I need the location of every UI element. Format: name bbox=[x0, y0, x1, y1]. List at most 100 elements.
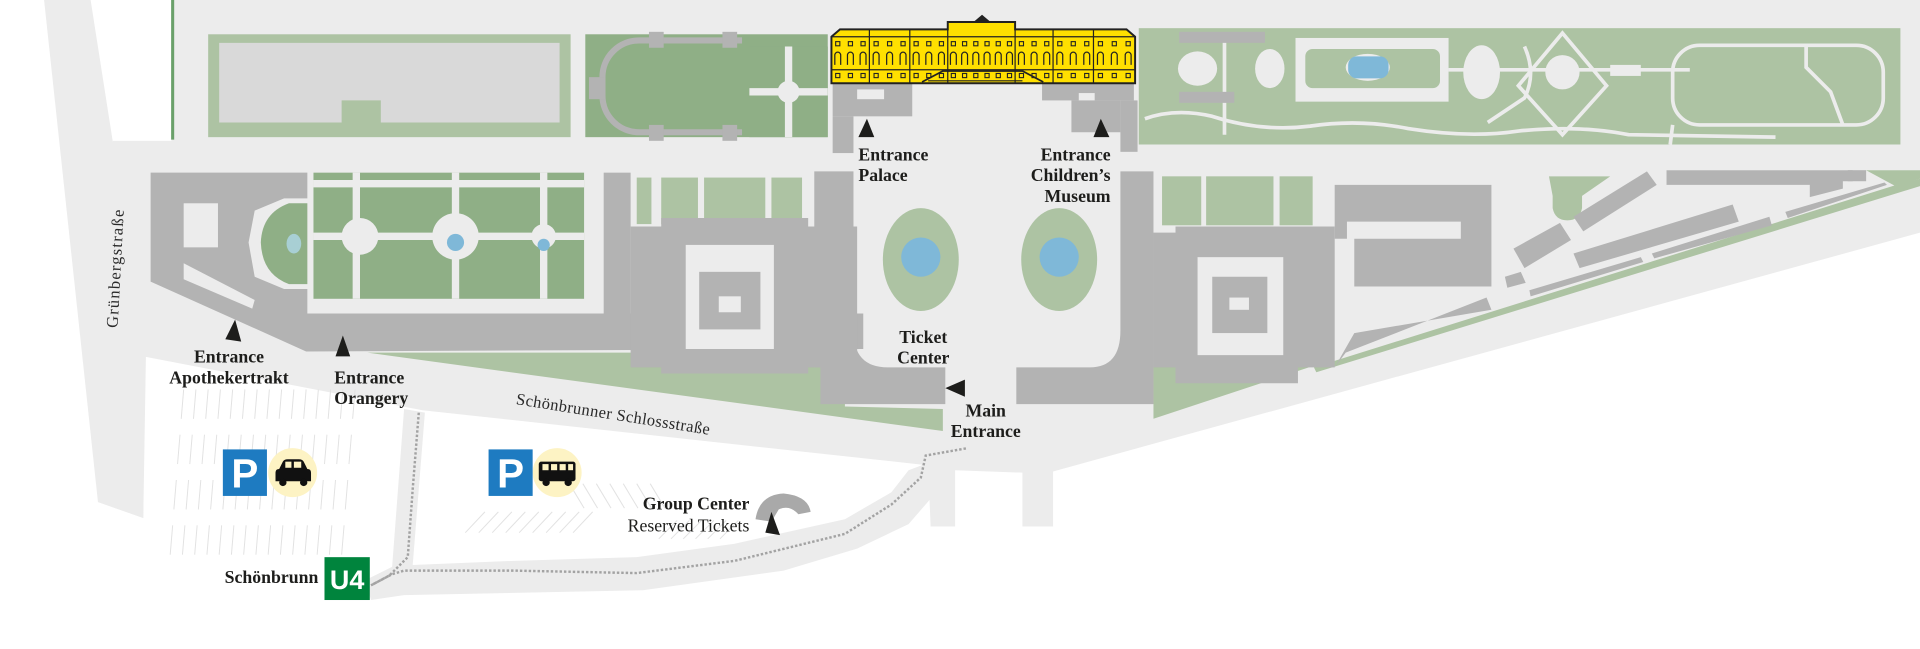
arched-window bbox=[925, 51, 933, 65]
window bbox=[886, 72, 893, 79]
parking-space-line bbox=[181, 525, 186, 555]
window bbox=[873, 41, 879, 47]
parking-space-line bbox=[180, 389, 185, 419]
arched-window bbox=[961, 51, 969, 65]
parking-space-line bbox=[341, 525, 345, 555]
small-building bbox=[1847, 170, 1867, 182]
arched-window bbox=[912, 51, 920, 65]
parking-space-line bbox=[332, 479, 336, 510]
label-entrance-childrens-museum[interactable]: Entrance Children’s Museum bbox=[1031, 144, 1111, 206]
parking-space-line bbox=[315, 389, 319, 419]
courtyard bbox=[1229, 297, 1249, 310]
window bbox=[950, 72, 957, 79]
label-line: Center bbox=[897, 348, 949, 368]
label-ticket-center[interactable]: Ticket Center bbox=[897, 327, 949, 368]
label-entrance-palace[interactable]: Entrance Palace bbox=[858, 144, 928, 185]
label-line: Entrance bbox=[1041, 144, 1111, 164]
parking-space-line bbox=[344, 479, 349, 510]
lawn bbox=[1548, 176, 1611, 221]
track-posts bbox=[588, 31, 738, 141]
parking-space-line bbox=[192, 389, 197, 419]
label-line: Ticket bbox=[899, 327, 947, 347]
window bbox=[984, 41, 990, 47]
parking-space-line bbox=[303, 389, 307, 419]
parking-sign-letter: P bbox=[231, 450, 258, 496]
window bbox=[1006, 72, 1013, 79]
diagonal-building bbox=[1651, 216, 1772, 259]
arched-window bbox=[937, 51, 945, 65]
u4-line-badge bbox=[324, 557, 370, 601]
window bbox=[1044, 72, 1050, 79]
garden-roundel bbox=[531, 224, 556, 249]
small-building bbox=[1179, 31, 1265, 43]
parking-space-line bbox=[582, 483, 598, 509]
fountain-icon bbox=[537, 238, 550, 252]
window bbox=[835, 72, 841, 79]
arched-window bbox=[1043, 51, 1051, 65]
parking-space-line bbox=[352, 389, 356, 419]
window bbox=[847, 72, 854, 79]
label-group-center[interactable]: Group Center Reserved Tickets bbox=[628, 493, 750, 535]
east-building-large bbox=[1334, 184, 1492, 287]
arched-window bbox=[859, 51, 867, 65]
buildings bbox=[150, 31, 1887, 405]
arched-window bbox=[972, 51, 980, 65]
parking-space-line bbox=[719, 520, 739, 540]
window bbox=[961, 72, 968, 79]
parking-space-line bbox=[189, 434, 193, 465]
entrance-arrow-icon bbox=[765, 511, 780, 536]
parking-space-line bbox=[230, 525, 235, 555]
label-line: Entrance bbox=[194, 346, 264, 366]
window bbox=[835, 41, 841, 47]
window bbox=[900, 41, 906, 47]
parking-space-line bbox=[328, 525, 333, 555]
parking-space-line bbox=[254, 389, 258, 419]
parking-space-line bbox=[464, 511, 486, 534]
parking-space-line bbox=[255, 525, 259, 555]
parking-sign bbox=[488, 449, 533, 496]
parking-space-line bbox=[595, 483, 612, 509]
window bbox=[1125, 41, 1131, 47]
label-main-entrance[interactable]: Main Entrance bbox=[951, 400, 1021, 441]
window bbox=[1125, 72, 1131, 79]
parking-space-line bbox=[304, 525, 308, 555]
window bbox=[1111, 72, 1117, 79]
fountain-icon bbox=[446, 233, 465, 252]
window bbox=[1070, 72, 1076, 79]
window bbox=[973, 41, 979, 47]
parking-space-line bbox=[348, 434, 352, 465]
parking-space-line bbox=[545, 511, 567, 534]
subway-station-schoenbrunn[interactable]: Schönbrunn U4 bbox=[225, 557, 370, 601]
arched-window bbox=[1083, 51, 1091, 65]
window bbox=[1006, 41, 1013, 47]
group-center-walkway bbox=[364, 462, 946, 601]
bus-parking[interactable]: P bbox=[488, 448, 582, 498]
arched-window bbox=[1030, 51, 1038, 65]
parking-space-line bbox=[290, 389, 295, 419]
arched-window bbox=[983, 51, 991, 65]
parking-space-line bbox=[622, 483, 639, 509]
window bbox=[913, 41, 919, 47]
diagonal-building bbox=[1513, 222, 1572, 269]
window bbox=[961, 41, 968, 47]
garden-roundel bbox=[1463, 45, 1500, 100]
courtyard bbox=[183, 203, 218, 248]
label-entrance-orangery[interactable]: Entrance Orangery bbox=[334, 367, 408, 408]
car-parking[interactable]: P bbox=[222, 448, 318, 498]
parking-sign-letter: P bbox=[497, 450, 524, 496]
parking-space-line bbox=[241, 389, 246, 419]
arched-window bbox=[1017, 51, 1025, 65]
parking-space-line bbox=[218, 525, 223, 555]
entrance-arrow-icon bbox=[225, 319, 242, 342]
window bbox=[995, 41, 1001, 47]
fountain-icon bbox=[286, 233, 302, 254]
label-line: Palace bbox=[858, 165, 907, 185]
small-building bbox=[1179, 91, 1235, 103]
courtyard bbox=[1078, 93, 1095, 103]
window bbox=[926, 72, 932, 79]
palace-east-wing bbox=[1120, 100, 1138, 152]
garden-roundel bbox=[341, 217, 379, 255]
label-entrance-apothekertrakt[interactable]: Entrance Apothekertrakt bbox=[169, 346, 288, 387]
window bbox=[860, 41, 866, 47]
